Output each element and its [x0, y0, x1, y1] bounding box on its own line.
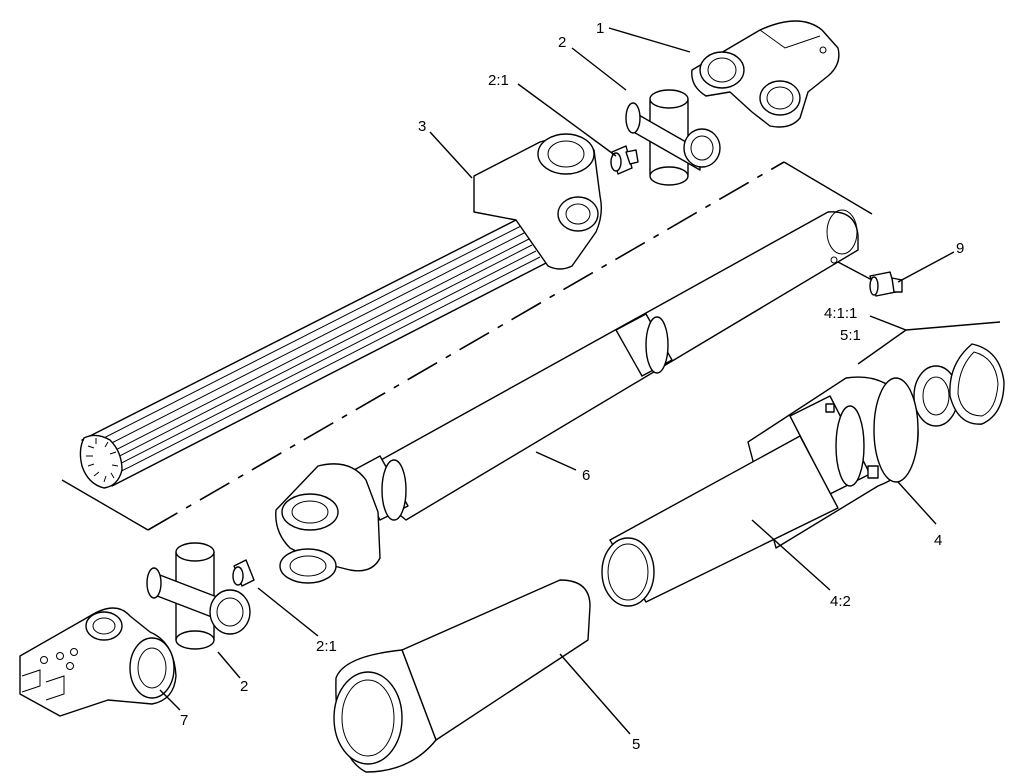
part-1-yoke: [691, 20, 840, 128]
callout-5-1: 5:1: [840, 327, 861, 344]
callout-labels: 1 2 2:1 3 9 4:1:1 5:1 6 4 4:2 2:1 2 7 5: [180, 20, 964, 753]
callout-6: 6: [582, 467, 590, 484]
callout-2-1-bottom: 2:1: [316, 638, 337, 655]
part-2-cross-bottom: [146, 542, 251, 650]
callout-1: 1: [596, 20, 604, 37]
part-7-slip-yoke: [19, 607, 177, 717]
part-4-2-sleeve: [601, 435, 839, 607]
callout-4-2: 4:2: [830, 593, 851, 610]
callout-4: 4: [934, 532, 942, 549]
part-2-1-fitting-top: [610, 145, 639, 175]
leader-lines: [159, 27, 1001, 735]
callout-3: 3: [418, 118, 426, 135]
part-9-fitting: [869, 271, 903, 297]
part-5-boot: [333, 579, 591, 773]
part-3-splined-shaft: [79, 133, 603, 489]
callout-2-1-top: 2:1: [488, 72, 509, 89]
subassembly-boundary-line: [61, 161, 873, 531]
part-2-1-fitting-bottom: [232, 559, 255, 587]
callout-2-top: 2: [558, 34, 566, 51]
part-4-1-1-retainer-and-snap-ring: [913, 343, 1005, 427]
callout-9: 9: [956, 240, 964, 257]
part-2-cross-top: [625, 89, 721, 186]
callout-4-1-1: 4:1:1: [824, 305, 857, 322]
part-6-outer-tube: [275, 209, 859, 584]
callout-2-bottom: 2: [240, 678, 248, 695]
callout-5: 5: [632, 736, 640, 753]
callout-7: 7: [180, 712, 188, 729]
